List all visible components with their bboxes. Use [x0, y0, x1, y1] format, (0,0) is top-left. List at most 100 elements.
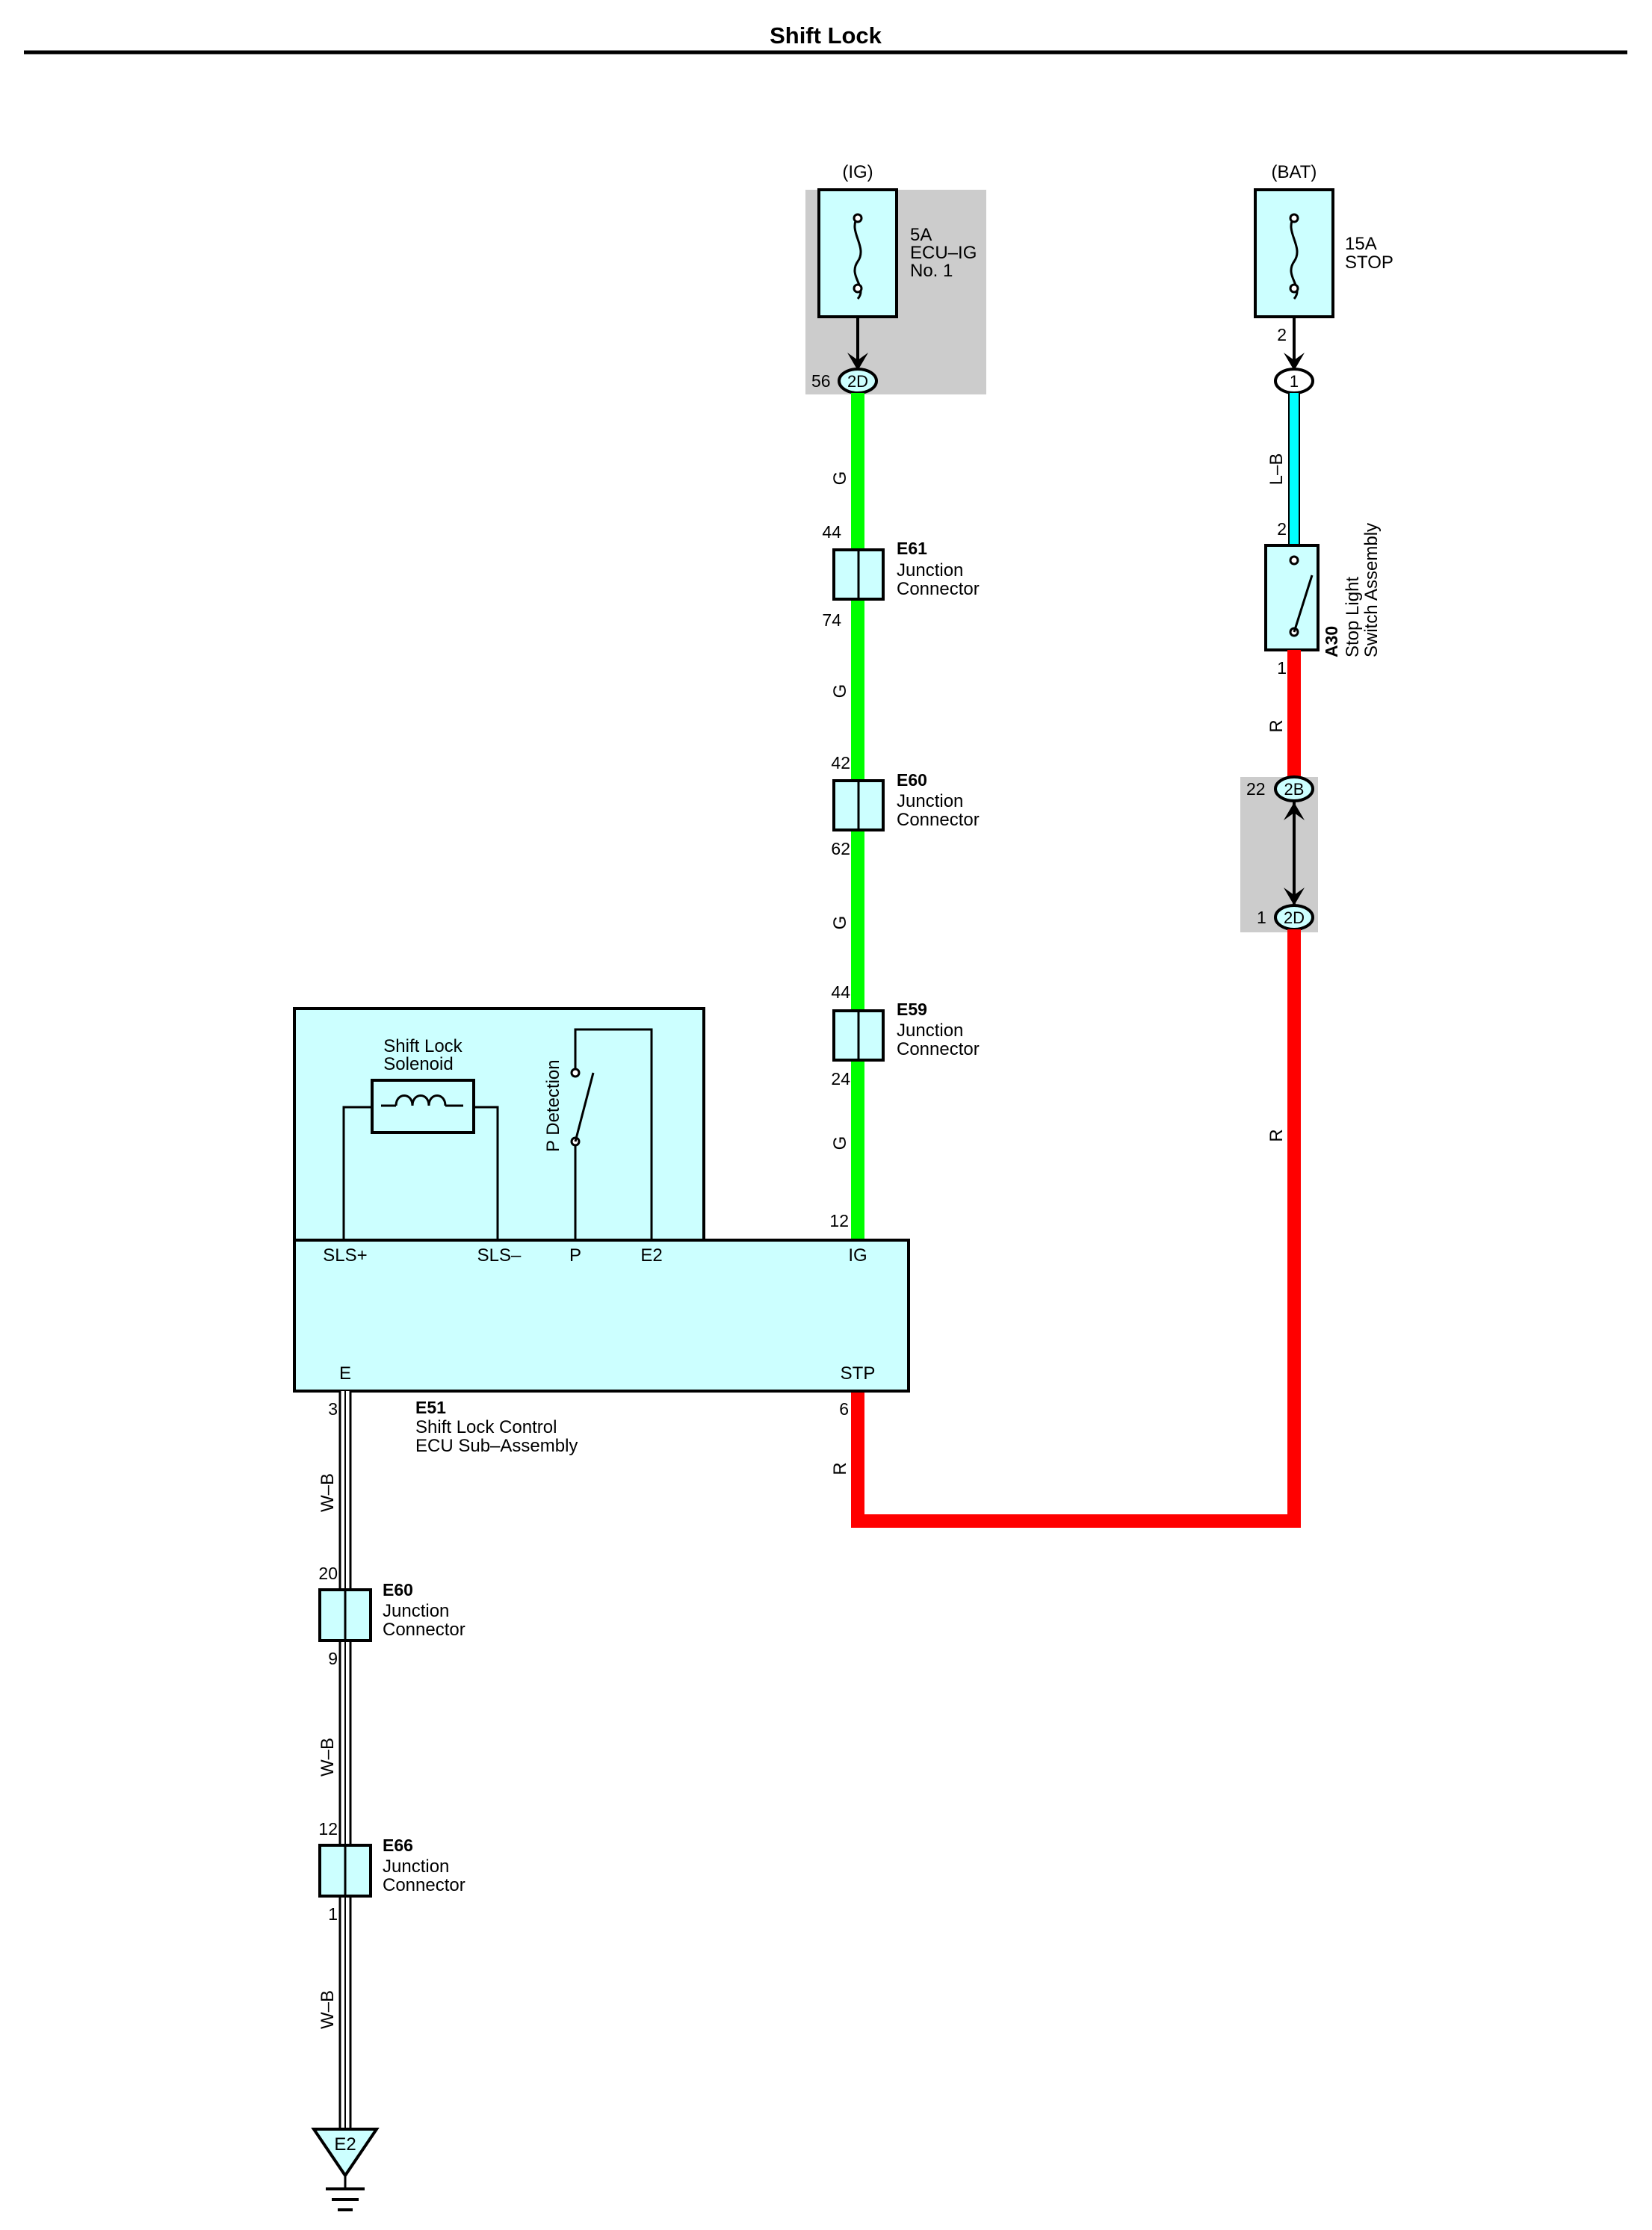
wire-label-g: G — [830, 1136, 850, 1150]
fuse-terminal — [1289, 283, 1299, 294]
fuse-terminal — [853, 283, 863, 294]
pin-number: 1 — [1257, 908, 1266, 927]
wire-label-r: R — [1266, 1129, 1287, 1142]
fuse-terminal — [853, 213, 863, 223]
wire-label-lb: L–B — [1266, 453, 1287, 486]
component-ref: E60 — [383, 1580, 413, 1599]
stop-fuse-name: STOP — [1345, 253, 1393, 273]
terminal-ig: IG — [848, 1245, 867, 1266]
arrow-up-icon — [1284, 802, 1305, 820]
wire-label-wb: W–B — [318, 1990, 338, 2029]
pin-number: 74 — [822, 610, 841, 630]
ground-icon: E2 — [311, 2128, 380, 2211]
pin-number: 44 — [831, 982, 850, 1002]
wire-label-wb: W–B — [318, 1473, 338, 1512]
component-name: Connector — [897, 579, 980, 599]
component-name: Junction — [897, 1020, 963, 1041]
wire-red-stp — [851, 929, 1301, 1528]
coil-icon — [395, 1094, 447, 1106]
component-ref: E60 — [897, 770, 927, 790]
terminal-stp: STP — [841, 1363, 876, 1384]
stop-fuse — [1254, 188, 1334, 318]
pin-number: 22 — [1246, 779, 1266, 799]
component-name: Switch Assembly — [1361, 523, 1382, 657]
component-name: Junction — [383, 1601, 449, 1621]
arrow-down-icon — [1284, 353, 1305, 371]
pin-number: 6 — [839, 1399, 849, 1419]
pin-number: 24 — [831, 1069, 850, 1088]
solenoid-label: Solenoid — [383, 1054, 453, 1074]
pin-number: 62 — [831, 839, 850, 858]
wire-label-r: R — [830, 1462, 850, 1475]
component-ref: E61 — [897, 539, 927, 558]
component-name: Connector — [383, 1620, 465, 1640]
component-name: Stop Light — [1343, 577, 1363, 657]
ecu-ig-fuse — [817, 188, 898, 318]
pin-number: 2 — [1277, 519, 1287, 539]
terminal-p: P — [569, 1245, 581, 1266]
connector-2d-code: 2D — [1284, 908, 1305, 927]
junction-e66: 12 1 E66 Junction Connector — [318, 1819, 465, 1924]
ground-label: E2 — [334, 2134, 356, 2155]
pin-number: 9 — [328, 1649, 338, 1668]
terminal-sls-plus: SLS+ — [323, 1245, 367, 1266]
stop-light-switch-a30: 2 1 A30 Stop Light Switch Assembly — [1264, 519, 1382, 678]
wire-label-g: G — [830, 916, 850, 930]
connector-2d-code: 2D — [847, 372, 868, 391]
switch-terminal — [570, 1068, 581, 1078]
component-name: Connector — [897, 810, 980, 830]
component-ref: E66 — [383, 1836, 413, 1855]
terminal-e: E — [339, 1363, 351, 1384]
pin-number: 2 — [1277, 325, 1287, 344]
component-name: Junction — [897, 560, 963, 580]
ecu-ref: E51 — [415, 1398, 446, 1417]
bat-source-label: (BAT) — [1272, 162, 1317, 182]
wire-black — [474, 1106, 499, 1240]
pin-number: 20 — [318, 1564, 338, 1583]
switch-contact — [574, 1072, 595, 1142]
component-ref: A30 — [1322, 626, 1341, 657]
terminal-sls-minus: SLS– — [477, 1245, 522, 1266]
arrow-down-icon — [847, 353, 868, 371]
pin-number: 44 — [822, 522, 841, 542]
component-name: Junction — [383, 1856, 449, 1877]
ecu-ig-fuse-name: ECU–IG — [910, 243, 977, 263]
junction-e61: 44 74 E61 Junction Connector — [822, 522, 979, 630]
pin-number: 42 — [831, 753, 850, 772]
wire-label-r: R — [1266, 719, 1287, 732]
arrow-down-icon — [1284, 888, 1305, 905]
ecu-name: ECU Sub–Assembly — [415, 1436, 578, 1456]
pin-number: 1 — [1277, 658, 1287, 678]
wire-label-wb: W–B — [318, 1738, 338, 1777]
wire-label-g: G — [830, 684, 850, 699]
terminal-e2: E2 — [640, 1245, 662, 1266]
connector-1-code: 1 — [1290, 372, 1299, 391]
component-name: Connector — [897, 1039, 980, 1059]
ig-source-label: (IG) — [842, 162, 873, 182]
pin-number: 3 — [328, 1399, 338, 1419]
wire-black — [342, 1106, 372, 1240]
junction-e59: 44 24 E59 Junction Connector — [831, 982, 979, 1088]
shift-lock-ecu-e51: Shift Lock Solenoid P Detection SLS+ SLS… — [293, 1007, 910, 1456]
fuse-terminal — [1289, 213, 1299, 223]
solenoid-label: Shift Lock — [383, 1036, 463, 1056]
pin-number: 12 — [829, 1211, 849, 1230]
ecu-ig-fuse-number: No. 1 — [910, 261, 953, 281]
junction-e60-ig: 42 62 E60 Junction Connector — [831, 753, 979, 858]
stop-fuse-rating: 15A — [1345, 234, 1377, 254]
component-name: Junction — [897, 791, 963, 811]
ecu-name: Shift Lock Control — [415, 1417, 557, 1437]
p-detection-label: P Detection — [543, 1059, 563, 1152]
junction-e60-ground: 20 9 E60 Junction Connector — [318, 1564, 465, 1668]
component-ref: E59 — [897, 1000, 927, 1019]
connector-2b-code: 2B — [1284, 780, 1305, 799]
ecu-ig-fuse-rating: 5A — [910, 225, 932, 245]
component-name: Connector — [383, 1875, 465, 1895]
connector-2d-pin: 56 — [811, 371, 831, 391]
wire-black — [574, 1028, 653, 1240]
diagram-title: Shift Lock — [770, 22, 882, 49]
wire-label-g: G — [830, 471, 850, 486]
pin-number: 1 — [328, 1904, 338, 1924]
pin-number: 12 — [318, 1819, 338, 1839]
